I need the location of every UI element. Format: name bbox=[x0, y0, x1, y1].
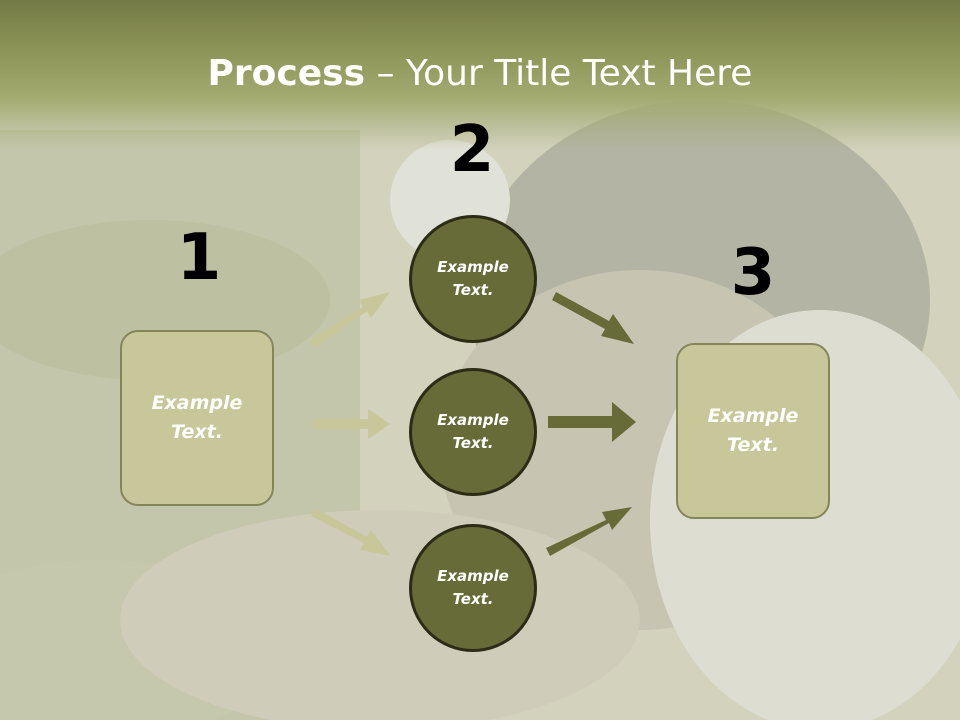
arrow-up-right-left bbox=[310, 292, 390, 348]
left-box-line2: Text. bbox=[171, 421, 223, 443]
arrow-down-right-left bbox=[311, 508, 391, 556]
step-number-3: 3 bbox=[730, 236, 776, 310]
page-title: Process – Your Title Text Here bbox=[0, 52, 960, 96]
circle-top-line1: Example bbox=[437, 258, 509, 276]
circle-bottom-line1: Example bbox=[437, 567, 509, 585]
title-banner bbox=[0, 0, 960, 150]
left-box-line1: Example bbox=[151, 392, 243, 414]
right-box-line2: Text. bbox=[727, 434, 779, 456]
circle-middle-line1: Example bbox=[437, 411, 509, 429]
right-process-box: Example Text. bbox=[676, 343, 830, 519]
arrow-right-left bbox=[313, 409, 390, 439]
title-bold: Process bbox=[207, 53, 366, 94]
step-number-1: 1 bbox=[176, 221, 222, 295]
left-process-box: Example Text. bbox=[120, 330, 274, 506]
process-circle-bottom: Example Text. bbox=[409, 524, 537, 652]
arrow-up-right-right bbox=[546, 507, 632, 556]
process-circle-top: Example Text. bbox=[409, 215, 537, 343]
step-number-2: 2 bbox=[449, 113, 495, 187]
title-rest: – Your Title Text Here bbox=[365, 53, 753, 94]
left-arrow-group bbox=[310, 292, 391, 556]
circle-top-line2: Text. bbox=[452, 281, 494, 299]
process-circle-middle: Example Text. bbox=[409, 368, 537, 496]
arrow-down-right-right bbox=[552, 292, 634, 344]
right-box-line1: Example bbox=[707, 405, 799, 427]
right-arrow-group bbox=[546, 292, 636, 556]
circle-bottom-line2: Text. bbox=[452, 590, 494, 608]
arrow-right-right bbox=[548, 402, 636, 442]
circle-middle-line2: Text. bbox=[452, 434, 494, 452]
